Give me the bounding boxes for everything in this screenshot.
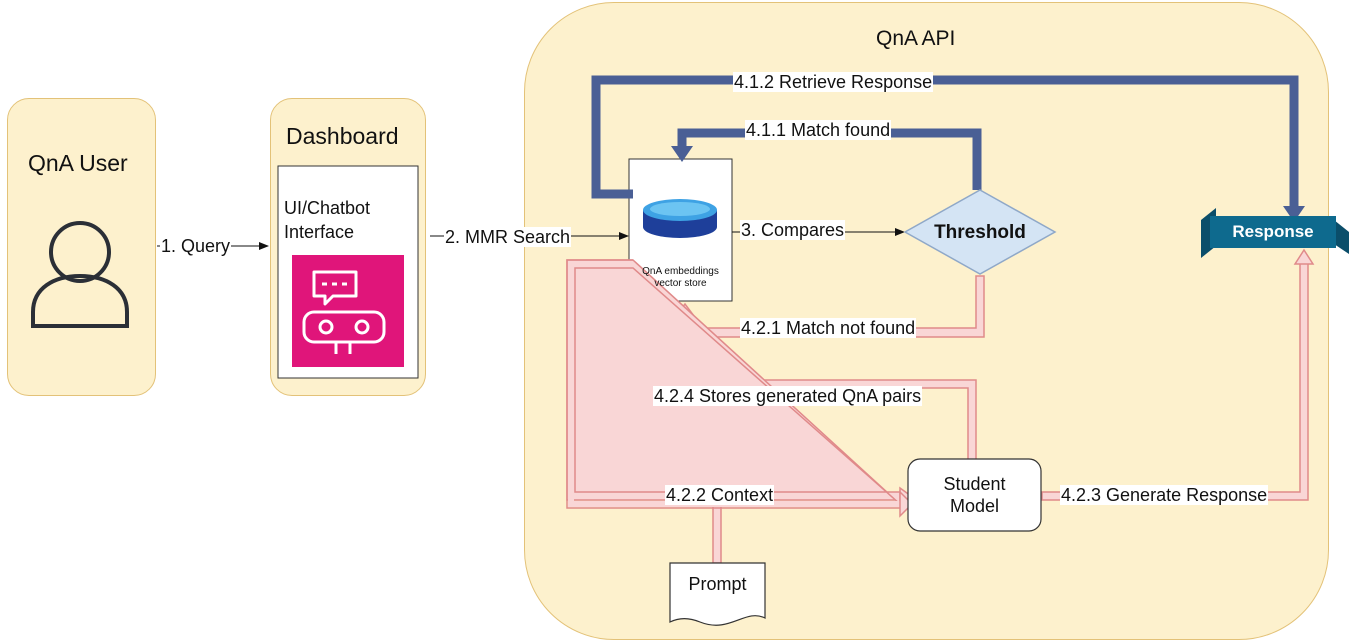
database-icon	[643, 199, 717, 238]
student-model-box	[907, 458, 1042, 532]
edge-label-match-not-found: 4.2.1 Match not found	[740, 318, 917, 338]
edge-label-stores-pairs: 4.2.4 Stores generated QnA pairs	[653, 386, 923, 406]
retrieve-response-arrowhead	[1283, 206, 1305, 222]
qna-user-panel	[7, 98, 156, 396]
chatbot-interface-label: UI/Chatbot Interface	[284, 198, 371, 242]
context-arrowhead	[899, 490, 914, 518]
prompt-link	[712, 504, 722, 564]
dashboard-title: Dashboard	[286, 123, 399, 149]
threshold-diamond	[903, 189, 1057, 275]
prompt-document	[669, 562, 766, 626]
student-model-label: Student Model	[943, 474, 1006, 516]
vector-store-label: QnA embeddings vector store	[642, 266, 719, 289]
response-label: Response	[1232, 222, 1314, 241]
retrieve-response-arrow	[591, 75, 1299, 208]
edge-label-query: 1. Query	[160, 236, 232, 256]
response-banner	[1201, 208, 1349, 258]
edge-label-generate-response: 4.2.3 Generate Response	[1060, 485, 1269, 505]
edge-label-context: 4.2.2 Context	[665, 485, 775, 505]
edge-label-compares: 3. Compares	[740, 220, 846, 240]
chatbot-icon	[302, 270, 386, 354]
generate-response-arrow	[1041, 261, 1309, 501]
qna-api-title: QnA API	[876, 27, 956, 50]
qna-user-title: QnA User	[28, 150, 128, 176]
threshold-label: Threshold	[934, 222, 1026, 243]
edge-label-mmr-search: 2. MMR Search	[444, 227, 572, 247]
prompt-label: Prompt	[688, 573, 747, 594]
match-found-arrowhead	[671, 146, 693, 162]
edge-label-match-found: 4.1.1 Match found	[745, 120, 892, 140]
user-icon	[31, 221, 129, 328]
edge-label-retrieve-response: 4.1.2 Retrieve Response	[733, 72, 934, 92]
